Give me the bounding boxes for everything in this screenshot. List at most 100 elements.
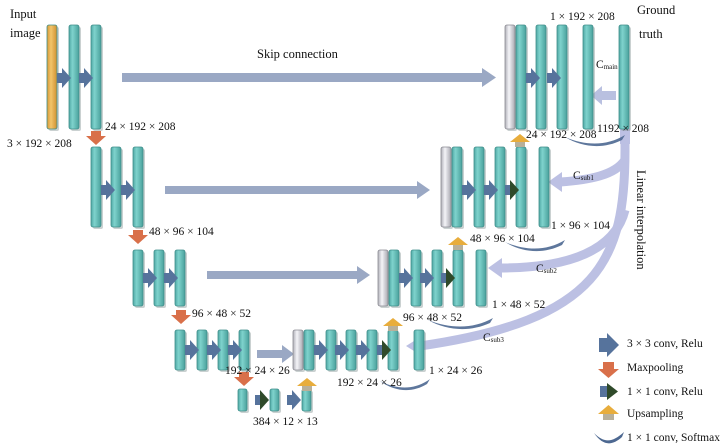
dec-l2-concat-map: [440, 146, 453, 229]
conv3x3-relu-arrow: [420, 268, 434, 288]
conv1x1-relu-arrow: [377, 340, 391, 360]
conv3x3-relu-arrow: [143, 268, 157, 288]
loss-main-c: C: [596, 59, 604, 71]
conv3x3-relu-arrow: [228, 340, 242, 360]
unet-diagram: [46, 24, 631, 444]
loss-sub2-label: Csub2: [536, 263, 557, 276]
conv3x3-relu-arrow: [164, 268, 178, 288]
maxpooling-arrow: [171, 310, 191, 324]
input-map: [46, 24, 59, 131]
dec-l2-feature-dim: 48 × 96 × 104: [470, 233, 535, 245]
skip-connection-label: Skip connection: [257, 47, 338, 61]
loss-sub3-label: Csub3: [483, 332, 504, 345]
maxpooling-arrow: [128, 230, 148, 244]
gt-dim: 1192 × 208: [597, 123, 650, 135]
maxpooling-arrow: [234, 372, 254, 386]
loss-main-label: Cmain: [596, 59, 618, 72]
conv3x3-relu-arrow: [185, 340, 199, 360]
dec-l1-output-dim: 1 × 192 × 208: [550, 11, 615, 23]
conv3x3-relu-arrow: [207, 340, 221, 360]
dec-l3-map-2: [410, 249, 423, 308]
conv3x3-relu-arrow: [484, 180, 498, 200]
enc-l4-map-1: [174, 329, 187, 372]
conv1x1-relu-arrow: [255, 390, 269, 410]
conv3x3-relu-arrow: [335, 340, 349, 360]
dec-l2-output-dim: 1 × 96 × 104: [551, 220, 610, 232]
gt-label-line2: truth: [639, 26, 663, 41]
cmain-arrow-shaft: [600, 91, 616, 100]
enc-l2-dim: 48 × 96 × 104: [149, 226, 214, 238]
dec-l4-output-map: [413, 329, 426, 372]
loss-main-sub: main: [603, 63, 618, 71]
linear-interpolation-curves: [419, 140, 630, 351]
dec-l1-feature-dim: 24 × 192 × 208: [526, 129, 597, 141]
softmax-swoosh: [565, 135, 625, 147]
softmax-swoosh: [428, 318, 493, 330]
input-label-line1: Input: [10, 7, 37, 21]
dec-l3-concat-map: [377, 249, 390, 308]
interp-arrowhead-sub2: [488, 258, 502, 278]
conv3x3-relu-arrow-icon: [599, 333, 619, 357]
dec-l1-map-1: [515, 24, 528, 131]
upsampling-arrow: [448, 237, 468, 250]
gt-trunk: [620, 128, 630, 144]
conv3x3-relu-arrow: [356, 340, 370, 360]
dec-l2-map-3: [494, 146, 507, 229]
bottleneck-dim: 384 × 12 × 13: [253, 416, 318, 428]
conv3x3-relu-arrow: [547, 68, 561, 88]
dec-l3-map-1: [388, 249, 401, 308]
dec-l3-output-map: [475, 249, 488, 308]
dec-l1-output-map: [582, 24, 595, 131]
maxpooling-arrow: [86, 131, 106, 145]
enc-input-dim: 3 × 192 × 208: [7, 138, 72, 150]
dec-l4-map-4: [366, 329, 379, 372]
enc-l2-map-3: [132, 146, 145, 229]
enc-l3-dim: 96 × 48 × 52: [192, 308, 251, 320]
conv3x3-relu-arrow: [314, 340, 328, 360]
loss-sub3-c: C: [483, 332, 491, 344]
enc-l2-map-2: [110, 146, 123, 229]
conv1x1-relu-arrow: [441, 268, 455, 288]
enc-l1-dim: 24 × 192 × 208: [105, 121, 176, 133]
conv1x1-relu-arrow-icon: [600, 383, 618, 400]
dec-l4-map-5: [387, 329, 400, 372]
dec-l1-map-3: [556, 24, 569, 131]
conv1x1-softmax-swoosh-icon: [594, 432, 624, 444]
interp-branch-sub1: [559, 157, 629, 187]
dec-l3-output-dim: 1 × 48 × 52: [492, 299, 546, 311]
softmax-swoosh: [380, 379, 430, 391]
input-label-line2: image: [10, 25, 41, 40]
dec-l4-feature-dim: 192 × 24 × 26: [337, 377, 402, 389]
interp-branch-sub2: [499, 208, 630, 273]
conv3x3-relu-arrow: [57, 68, 71, 88]
dec-l3-feature-dim: 96 × 48 × 52: [403, 312, 462, 324]
enc-l3-map-3: [174, 249, 187, 308]
loss-sub1-sub: sub1: [580, 174, 594, 182]
loss-sub1-label: Csub1: [573, 170, 594, 183]
bottleneck-map-3: [301, 388, 313, 413]
softmax-swoosh: [505, 240, 565, 252]
upsampling-arrow: [510, 134, 530, 147]
legend-maxpool-label: Maxpooling: [627, 362, 684, 374]
legend-upsampling-label: Upsampling: [627, 408, 684, 420]
ground-truth-map: [618, 24, 631, 131]
dec-l2-map-4: [515, 146, 528, 229]
legend-conv1x1-label: 1 × 1 conv, Relu: [627, 386, 703, 398]
conv3x3-relu-arrow: [526, 68, 540, 88]
dec-l4-map-3: [345, 329, 358, 372]
legend-softmax-label: 1 × 1 conv, Softmax: [627, 432, 720, 444]
bottleneck-map-2: [269, 388, 281, 413]
enc-l2-map-1: [90, 146, 103, 229]
enc-l1-map-2: [90, 24, 103, 131]
skip-connections: [122, 68, 496, 363]
enc-l1-map-1: [68, 24, 81, 131]
enc-l4-dim: 192 × 24 × 26: [225, 365, 290, 377]
conv3x3-relu-arrow: [462, 180, 476, 200]
conv3x3-relu-arrow: [121, 180, 135, 200]
interp-trunk: [419, 140, 630, 351]
cmain-arrowhead: [591, 86, 602, 105]
interp-arrowhead-sub1: [548, 172, 562, 192]
maxpooling-arrow-icon: [598, 362, 619, 378]
upsampling-arrow: [297, 378, 317, 391]
